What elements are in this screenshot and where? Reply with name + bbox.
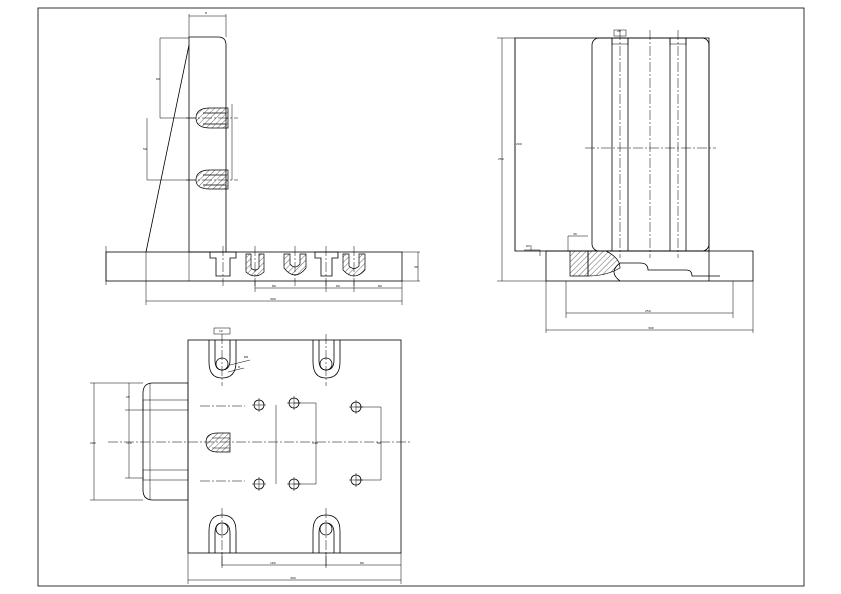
dim-base-height: 30 xyxy=(414,265,418,269)
dim-base-total: 300 xyxy=(270,297,276,301)
dim-top-width: 8 xyxy=(205,11,207,15)
top-slot-br xyxy=(312,514,341,553)
front-slot-lower xyxy=(195,169,229,190)
dim-base-seg3: 80 xyxy=(378,284,382,288)
dim-slot-r: R8 xyxy=(244,355,248,359)
front-rib xyxy=(145,44,190,253)
dim-side-inner: 200 xyxy=(516,142,522,146)
top-slot-tr xyxy=(312,340,341,379)
dim-base-seg2: 60 xyxy=(336,284,340,288)
dim-slot-w: 20 xyxy=(617,29,621,33)
dim-bottom-seg1: 160 xyxy=(270,561,276,565)
drawing-frame xyxy=(37,7,805,587)
side-view: 20 6V 30 250 200 250 300 xyxy=(497,29,754,333)
front-vertical-plate xyxy=(188,36,227,253)
dim-top-thickness: 25 xyxy=(126,395,130,399)
weld-mark: 6V xyxy=(526,244,531,248)
dim-top-left-inner: 120 xyxy=(126,441,132,445)
dim-bottom-total: 300 xyxy=(290,576,296,580)
dim-holes-pitch: 80 xyxy=(377,441,381,445)
dim-side-base-inner: 250 xyxy=(645,309,651,313)
dim-height-mid: 50 xyxy=(143,147,147,151)
dim-top-left-total: 200 xyxy=(90,441,96,445)
side-base xyxy=(545,250,754,282)
dim-weld-len: 30 xyxy=(573,232,577,236)
dim-slot-d: 8 xyxy=(238,365,240,369)
top-slot-tl xyxy=(208,340,237,379)
dim-holes-span: 140 xyxy=(312,441,318,445)
top-slot-bl xyxy=(208,514,237,553)
dim-slot-w-top: 12 xyxy=(219,329,223,333)
top-view: 200 120 25 12 R8 8 xyxy=(90,327,410,584)
dim-bottom-seg2: 80 xyxy=(360,561,364,565)
top-left-flange xyxy=(142,382,188,501)
dim-base-seg1: 80 xyxy=(272,284,276,288)
top-holes xyxy=(252,396,363,491)
dim-side-overall: 250 xyxy=(498,157,504,161)
front-base-plate xyxy=(105,251,403,282)
front-view: 8 60 50 xyxy=(105,11,420,305)
dim-side-base-total: 300 xyxy=(648,326,654,330)
dim-height-upper: 60 xyxy=(156,77,160,81)
